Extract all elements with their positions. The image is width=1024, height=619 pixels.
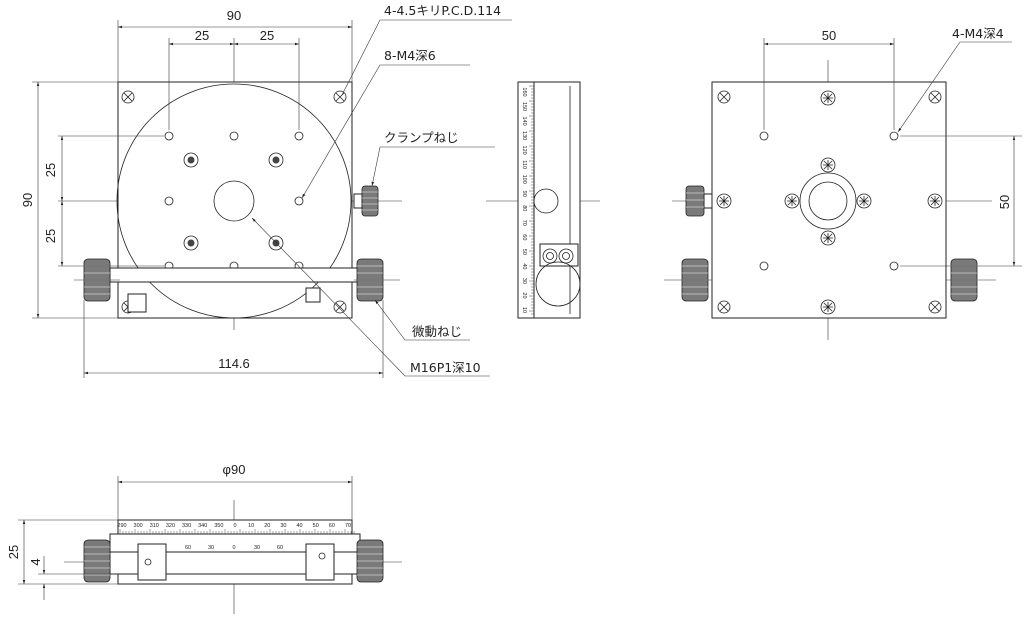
- callout-tapped-holes: 8-M4深6: [384, 48, 436, 63]
- callout-clamp-screw: クランプねじ: [384, 130, 459, 145]
- dim-front-diameter: φ90: [223, 462, 246, 477]
- micrometer-bar: [109, 267, 361, 283]
- front-scale-upper-labels: 290 300 310 320 330 340 350 0 10 20 30 40 50 60 70: [117, 523, 351, 529]
- bottom-view: 50 50 4-M4深4: [664, 26, 1022, 340]
- micrometer-block-right: [305, 287, 321, 303]
- bottom-tapped-holes: [759, 131, 899, 271]
- dim-spacing-left: 25: [195, 28, 209, 43]
- side-bore: [533, 188, 559, 214]
- front-base: [117, 573, 353, 585]
- scale-label: 150: [521, 102, 527, 111]
- bottom-plate-outline: [711, 81, 947, 319]
- scale-label: 290: [117, 523, 126, 529]
- scale-label: 310: [150, 523, 159, 529]
- scale-label: 50: [521, 249, 527, 255]
- scale-label: 40: [521, 263, 527, 269]
- dim-right-spacing: 50: [822, 28, 836, 43]
- side-knob-end: [535, 261, 581, 307]
- scale-label: 30: [521, 278, 527, 284]
- scale-label: 10: [248, 523, 254, 529]
- side-view: 160 150 140 130 120 110 100 90 80 70 60 50 40 30 20 10: [486, 81, 600, 319]
- dim-right-height: 50: [997, 195, 1012, 209]
- dim-front-base: 4: [28, 558, 43, 565]
- rotary-disc: [116, 83, 352, 319]
- scale-label: 130: [521, 131, 527, 140]
- scale-label: 20: [264, 523, 270, 529]
- scale-label: 140: [521, 116, 527, 125]
- scale-label: 60: [329, 523, 335, 529]
- bottom-corner-holes: [717, 90, 942, 314]
- knurled-knob-icon: [685, 185, 713, 217]
- callout-fine-screw: 微動ねじ: [412, 324, 462, 339]
- scale-label: 350: [214, 523, 223, 529]
- dim-front-height: 25: [6, 545, 21, 559]
- dim-left-upper: 25: [43, 163, 58, 177]
- scale-label: 70: [521, 220, 527, 226]
- bottom-bore-inner: [808, 181, 848, 221]
- scale-label: 20: [521, 292, 527, 298]
- scale-label: 320: [166, 523, 175, 529]
- dim-top-width: 90: [227, 8, 241, 23]
- bottom-star-holes: [716, 90, 943, 315]
- scale-label: 60: [521, 234, 527, 240]
- scale-label: 70: [345, 523, 351, 529]
- scale-label: 10: [521, 307, 527, 313]
- dim-left-lower: 25: [43, 229, 58, 243]
- micrometer-block-left: [127, 293, 147, 313]
- top-view: 90 25 25 25 25 90 114.6 4-4.5キリP.C.D.114…: [20, 3, 512, 378]
- scale-label: 160: [521, 87, 527, 96]
- center-bore: [213, 180, 255, 222]
- scale-label: 330: [182, 523, 191, 529]
- dim-left-height: 90: [20, 193, 35, 207]
- bottom-bore-outer: [799, 172, 857, 230]
- scale-label: 30: [280, 523, 286, 529]
- knurled-knob-icon: [83, 539, 111, 583]
- scale-label: 60: [185, 545, 191, 551]
- stage-plate-outline: [117, 81, 353, 319]
- tapped-holes: [164, 131, 304, 271]
- dim-overall-width: 114.6: [218, 356, 250, 371]
- knurled-knob-icon: [356, 539, 384, 583]
- dim-spacing-right: 25: [260, 28, 274, 43]
- scale-label: 0: [232, 545, 235, 551]
- side-scale-ticks: 160 150 140 130 120 110 100 90 80 70 60 50 40 30 20 10: [521, 85, 534, 315]
- scale-label: 340: [198, 523, 207, 529]
- scale-label: 110: [521, 160, 527, 169]
- front-block-right: [305, 543, 335, 581]
- scale-label: 30: [254, 545, 260, 551]
- callout-pcd-holes: 4-4.5キリP.C.D.114: [384, 3, 501, 18]
- scale-label: 40: [297, 523, 303, 529]
- scale-label: 50: [313, 523, 319, 529]
- scale-label: 300: [134, 523, 143, 529]
- scale-label: 80: [521, 205, 527, 211]
- scale-label: 90: [521, 191, 527, 197]
- scale-label: 60: [277, 545, 283, 551]
- callout-center-thread: M16P1深10: [410, 360, 481, 375]
- scale-label: 30: [208, 545, 214, 551]
- scale-label: 100: [521, 175, 527, 184]
- scale-label: 0: [233, 523, 236, 529]
- knurled-knob-icon: [353, 185, 379, 217]
- front-block-left: [137, 543, 167, 581]
- front-scale-lower-labels: 60 30 0 30 60: [185, 545, 283, 551]
- callout-right-tapped: 4-M4深4: [952, 26, 1004, 41]
- scale-label: 120: [521, 146, 527, 155]
